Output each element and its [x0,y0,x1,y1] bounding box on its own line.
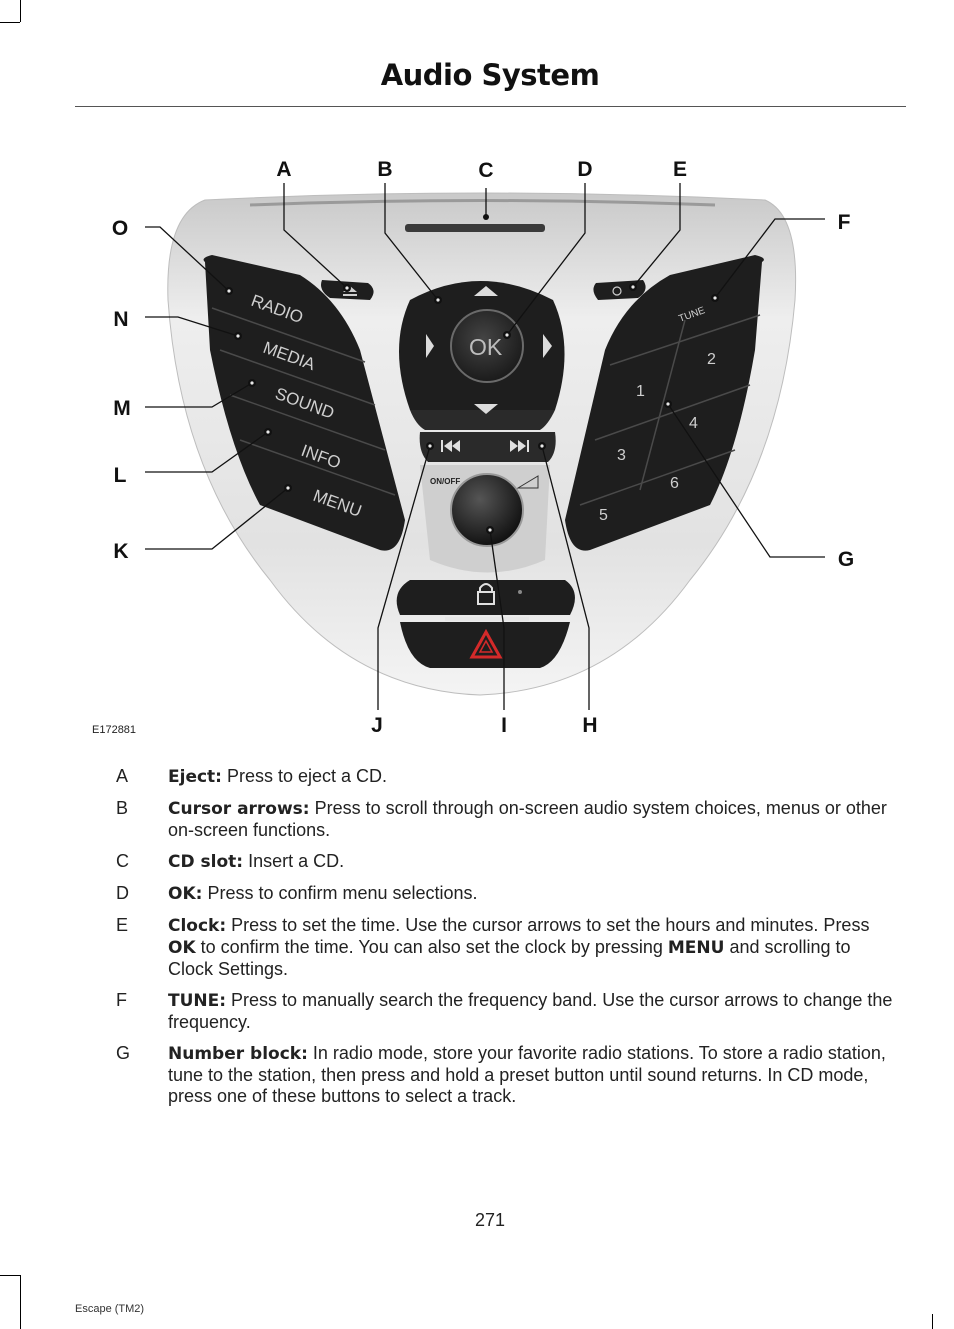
callout-k: K [113,540,128,563]
definition-key: F [116,990,127,1010]
callout-a: A [276,158,291,181]
crop-mark [20,0,21,22]
definition-key: A [116,766,129,786]
seek-back-icon [441,440,460,452]
page-title: Audio System [380,58,600,92]
callout-g: G [838,548,854,571]
lock-icon [477,583,495,605]
cursor-pad-lower [410,410,555,430]
definition-term: OK: [168,884,203,904]
definition-item: G Number block: In radio mode, store you… [0,1043,954,1107]
left-button-wing [203,255,405,551]
callout-h: H [582,714,597,737]
seek-row [419,432,556,462]
volume-knob [450,473,524,547]
cd-slot-bar [405,224,545,232]
definition-term: TUNE: [168,991,227,1011]
callout-f: F [838,211,851,234]
definition-text: Press to scroll through on-screen audio … [168,798,887,840]
callout-o: O [112,217,128,240]
down-arrow-icon [474,404,498,414]
audio-system-diagram: RADIO MEDIA SOUND INFO MENU TUNE 1 2 3 4… [112,158,854,737]
lock-indicator-icon [518,590,522,594]
preset-3-label: 3 [617,447,626,464]
callout-c: C [478,159,493,182]
ok-button [450,309,524,383]
definition-term: Clock: [168,916,227,936]
cd-slot [249,199,716,207]
definition-term: Eject: [168,767,222,787]
definition-item: D OK: Press to confirm menu selections. [0,883,954,905]
title-divider [75,106,906,107]
callout-n: N [113,308,128,331]
definition-term: Cursor arrows: [168,799,310,819]
definition-key: D [116,883,129,903]
definition-item: E Clock: Press to set the time. Use the … [0,915,954,980]
callout-l: L [114,464,127,487]
definition-item: F TUNE: Press to manually search the fre… [0,990,954,1033]
definition-key: G [116,1043,131,1063]
hazard-button [400,622,570,668]
definition-bold: OK [168,938,196,958]
ok-button-label: OK [469,334,503,360]
page-number: 271 [474,1210,506,1230]
hazard-divider [445,617,529,621]
clock-icon [612,286,622,296]
definition-text: Insert a CD. [243,851,345,871]
crop-mark [0,1275,20,1276]
preset-6-label: 6 [670,475,679,492]
eject-icon [343,286,357,296]
definition-item: B Cursor arrows: Press to scroll through… [0,798,954,841]
definition-term: CD slot: [168,852,244,872]
definition-bold: MENU [667,938,725,958]
definition-term: Number block: [168,1044,308,1064]
definition-text: Press to manually search the frequency b… [168,990,893,1032]
definition-text: In radio mode, store your favorite radio… [168,1043,886,1106]
definition-key: C [116,851,129,871]
definition-key: E [116,915,129,935]
definition-text: Press to set the time. Use the cursor ar… [226,915,870,935]
callout-m: M [113,397,131,420]
up-arrow-icon [474,286,498,296]
on-off-label: ON/OFF [430,477,460,486]
crop-mark [0,22,20,23]
crop-mark [932,1314,933,1329]
definition-list: A Eject: Press to eject a CD. B Cursor a… [0,766,954,1117]
callout-j: J [371,714,383,737]
definition-text: Press to eject a CD. [221,766,388,786]
left-arrow-icon [426,334,434,358]
callout-b: B [377,158,392,181]
figure-id: E172881 [92,724,137,736]
volume-ramp-icon [516,475,539,489]
lock-button [396,580,575,615]
preset-5-label: 5 [599,507,608,524]
callout-e: E [673,158,687,181]
callout-d: D [577,158,592,181]
definition-text: to confirm the time. You can also set th… [195,937,668,957]
definition-text: and scrolling to Clock Settings. [168,937,851,979]
seek-forward-icon [510,440,529,452]
definition-key: B [116,798,129,818]
clock-button [593,280,646,300]
preset-2-label: 2 [707,351,716,368]
crop-mark [20,1275,21,1329]
definition-text: Press to confirm menu selections. [202,883,478,903]
right-arrow-icon [543,334,552,358]
preset-4-label: 4 [689,415,698,432]
footer-model: Escape (TM2) [75,1303,145,1315]
definition-item: A Eject: Press to eject a CD. [0,766,954,788]
callout-i: I [501,714,507,737]
hazard-icon [469,628,503,659]
preset-1-label: 1 [636,383,645,400]
definition-item: C CD slot: Insert a CD. [0,851,954,873]
